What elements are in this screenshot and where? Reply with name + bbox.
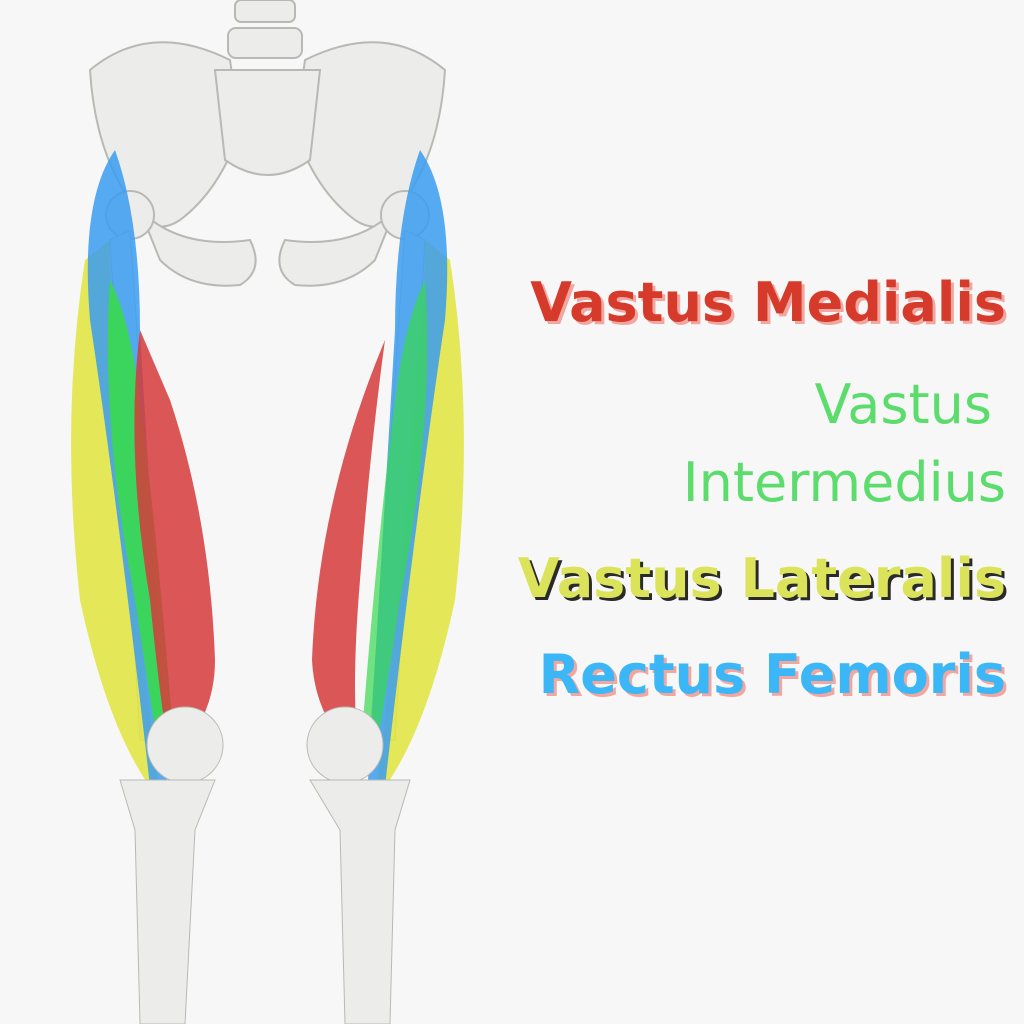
left-pubis [139,209,257,287]
left-leg [71,150,224,1024]
label-vastus-intermedius-line2: Intermedius [682,451,1006,514]
right-vastus-medialis [312,340,385,760]
left-vastus-medialis [134,330,215,760]
right-tibia [309,779,411,1024]
right-vastus-intermedius [360,280,428,760]
sacrum [213,69,322,176]
label-vastus-intermedius-line1: Vastus [814,373,992,436]
label-vastus-medialis: Vastus Medialis [530,271,1006,334]
right-leg [306,150,464,1024]
label-vastus-lateralis: Vastus Lateralis [517,547,1006,610]
label-rectus-femoris: Rectus Femoris [538,643,1006,706]
left-tibia [119,779,216,1024]
right-knee [306,706,384,784]
pelvis [88,0,447,287]
lumbar-vertebra [234,0,296,23]
lumbar-vertebra [227,27,303,59]
right-pubis [278,209,396,287]
left-knee [146,706,224,784]
